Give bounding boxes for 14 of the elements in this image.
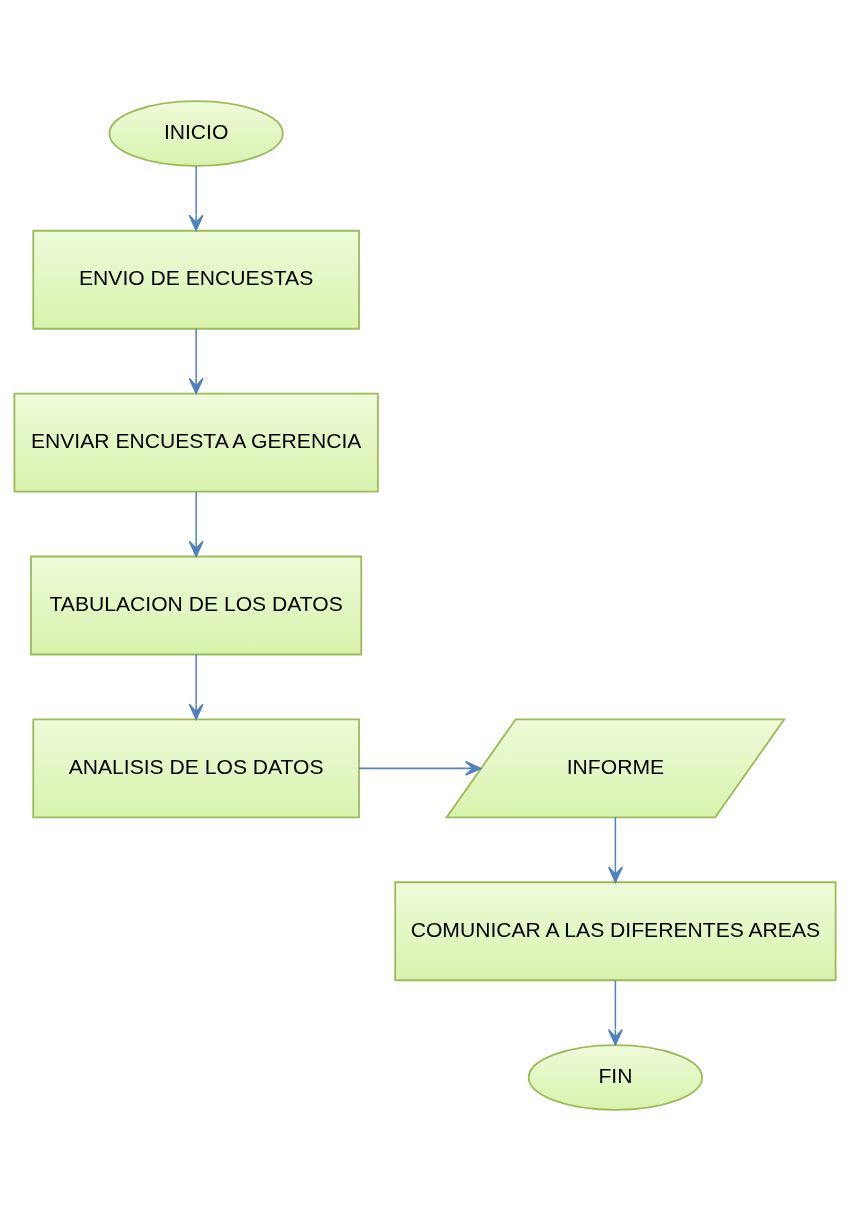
node-ellipse: FIN (527, 1044, 704, 1111)
node-box: ENVIAR ENCUESTA A GERENCIA (13, 392, 379, 493)
node-ellipse: INICIO (108, 100, 284, 167)
arrow (607, 816, 623, 883)
node-box: TABULACION DE LOS DATOS (30, 555, 363, 656)
arrow (188, 328, 204, 395)
arrow (358, 760, 482, 776)
node-box: ENVIO DE ENCUESTAS (32, 229, 360, 330)
arrow (188, 653, 204, 720)
arrow (188, 490, 204, 558)
arrow (188, 165, 204, 232)
node-box: COMUNICAR A LAS DIFERENTES AREAS (394, 881, 837, 982)
node-box: ANALISIS DE LOS DATOS (32, 718, 360, 819)
arrow (607, 979, 623, 1046)
